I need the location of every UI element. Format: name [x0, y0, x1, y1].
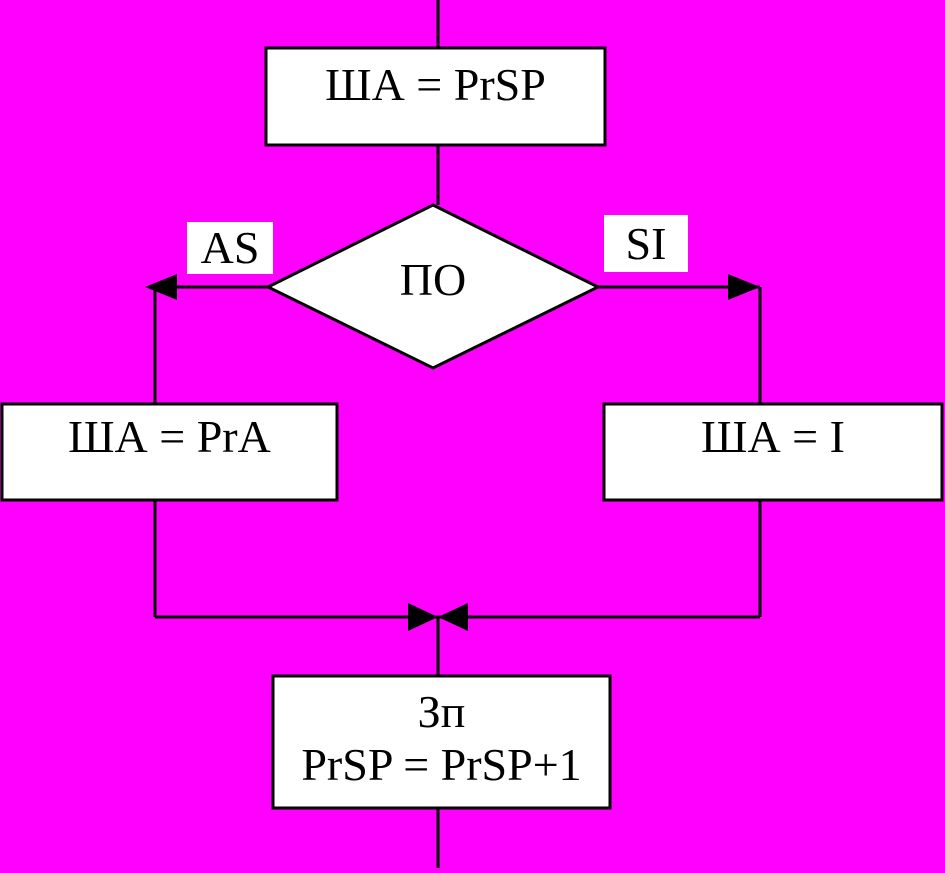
start-box-text: ША = PrSP — [325, 59, 546, 110]
left-box — [0, 402, 339, 502]
branch-label-left: AS — [187, 222, 273, 274]
right-box — [602, 402, 944, 502]
merge-left-arrowhead — [408, 603, 438, 631]
right-box-text: ША = I — [701, 411, 845, 462]
branch-label-right: SI — [604, 215, 688, 272]
left-box-text: ША = PrA — [68, 411, 271, 462]
right-branch-arrowhead — [728, 274, 760, 300]
decision-diamond — [264, 203, 602, 370]
decision-text: ПО — [399, 254, 467, 305]
end-box — [271, 674, 612, 810]
merge-right-arrowhead — [438, 603, 468, 631]
end-box-line1: Зп — [417, 686, 466, 737]
left-branch-arrowhead — [145, 274, 177, 300]
end-box-line2: PrSP = PrSP+1 — [301, 739, 582, 790]
start-box — [264, 46, 607, 147]
